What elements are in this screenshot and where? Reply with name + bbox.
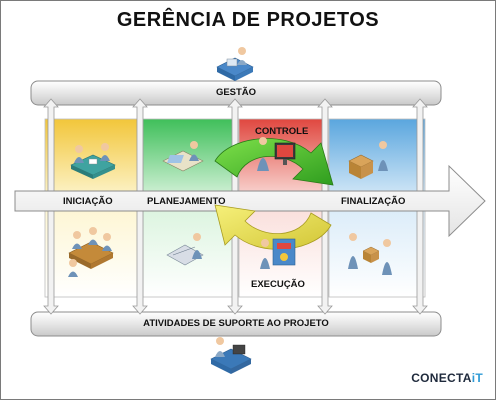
cycle-arrow-green-icon xyxy=(214,138,334,186)
phase-execucao-label: EXECUÇÃO xyxy=(251,279,305,290)
team-meeting-icon xyxy=(68,227,114,277)
support-desk-icon xyxy=(210,337,252,374)
planning-board-icon xyxy=(162,141,204,172)
planning-writing-icon xyxy=(166,233,204,266)
phase-iniciacao-label: INICIAÇÃO xyxy=(63,196,113,207)
meeting-icon xyxy=(70,143,116,179)
brand-accent: iT xyxy=(471,371,483,385)
handover-icon xyxy=(348,233,392,275)
page-title: GERÊNCIA DE PROJETOS xyxy=(116,9,380,31)
control-monitor-icon xyxy=(257,137,296,171)
phase-finalizacao-label: FINALIZAÇÃO xyxy=(341,196,406,207)
manager-desk-icon xyxy=(216,47,254,81)
timeline-arrow xyxy=(14,164,486,238)
support-label: ATIVIDADES DE SUPORTE AO PROJETO xyxy=(143,318,329,329)
cycle-arrow-yellow-icon xyxy=(214,204,332,250)
phase-controle-label: CONTROLE xyxy=(255,126,309,137)
execution-machine-icon xyxy=(260,238,296,269)
brand-logo: CONECTAiT xyxy=(411,371,483,385)
management-label: GESTÃO xyxy=(215,87,257,98)
phase-planejamento-label: PLANEJAMENTO xyxy=(147,196,226,207)
brand-text: CONECTA xyxy=(411,371,472,385)
delivery-package-icon xyxy=(348,141,388,179)
